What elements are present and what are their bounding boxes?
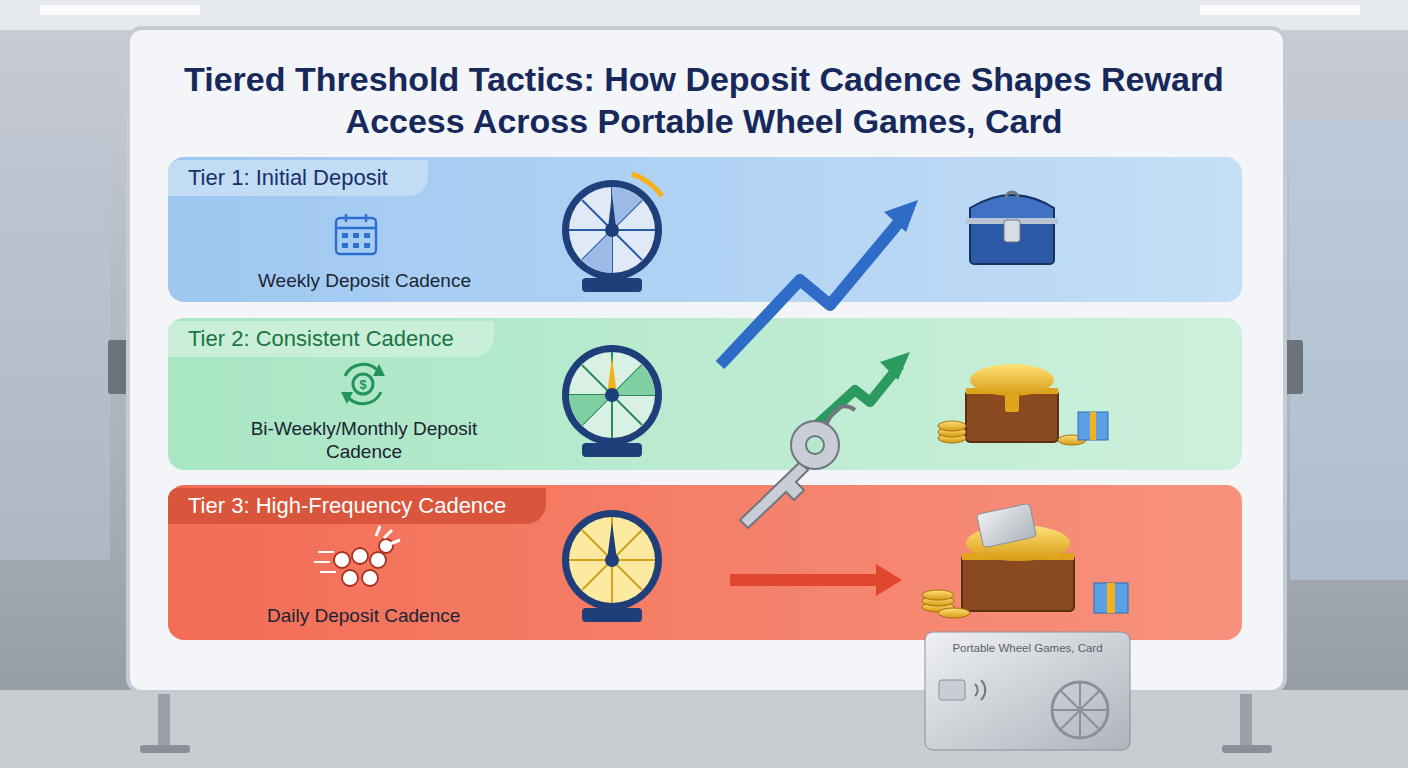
card-shape: Portable Wheel Games, Card xyxy=(925,632,1130,750)
card-label: Portable Wheel Games, Card xyxy=(925,642,1130,654)
tier-label: Tier 3: High-Frequency Cadence xyxy=(168,488,546,524)
cadence-label: Weekly Deposit Cadence xyxy=(258,269,471,292)
svg-text:$: $ xyxy=(359,377,367,392)
tier-band: Tier 2: Consistent CadenceBi-Weekly/Mont… xyxy=(168,318,1242,470)
tier-band: Tier 3: High-Frequency CadenceDaily Depo… xyxy=(168,485,1242,640)
tier-label: Tier 1: Initial Deposit xyxy=(168,160,428,196)
diagram-title: Tiered Threshold Tactics: How Deposit Ca… xyxy=(154,58,1254,142)
tier-label: Tier 2: Consistent Cadence xyxy=(168,321,494,357)
cadence-label: Daily Deposit Cadence xyxy=(267,604,460,627)
tier-band: Tier 1: Initial DepositWeekly Deposit Ca… xyxy=(168,157,1242,302)
cadence-label: Bi-Weekly/Monthly Deposit Cadence xyxy=(249,417,479,463)
